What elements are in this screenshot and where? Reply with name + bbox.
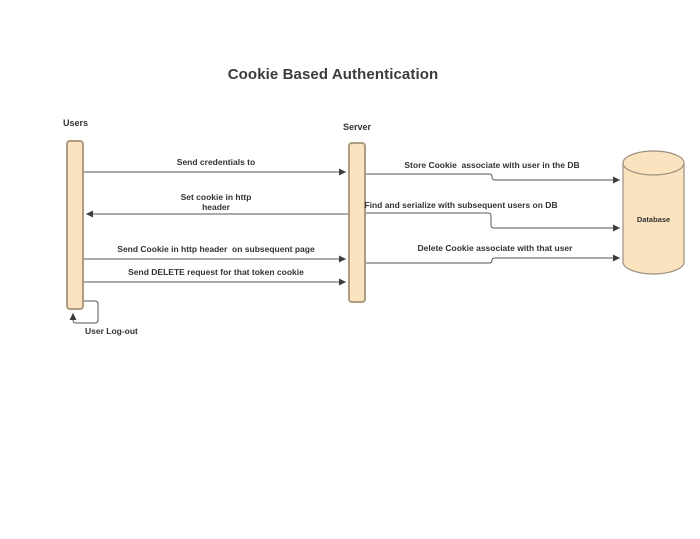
users-lifeline-bar xyxy=(66,140,84,310)
message-label-send-cookie: Send Cookie in http header on subsequent… xyxy=(117,244,315,254)
actor-label-database: Database xyxy=(636,215,671,224)
actor-label-users: Users xyxy=(63,118,89,128)
database-cylinder xyxy=(622,150,685,275)
message-label-send-credentials: Send credentials to xyxy=(176,157,256,167)
diagram-title: Cookie Based Authentication xyxy=(227,66,439,83)
database-cylinder-top xyxy=(622,150,685,176)
message-label-user-logout: User Log-out xyxy=(85,326,138,336)
message-label-delete-cookie: Delete Cookie associate with that user xyxy=(417,243,573,253)
actor-label-server: Server xyxy=(343,122,372,132)
arrow-find-serialize xyxy=(366,212,620,232)
message-label-set-cookie: Set cookie in http header xyxy=(180,192,254,212)
message-label-send-delete: Send DELETE request for that token cooki… xyxy=(128,267,304,277)
arrow-delete-cookie xyxy=(366,254,620,264)
message-label-find-serialize: Find and serialize with subsequent users… xyxy=(364,200,558,210)
message-label-store-cookie: Store Cookie associate with user in the … xyxy=(404,160,580,170)
server-lifeline-bar xyxy=(348,142,366,303)
arrow-store-cookie xyxy=(366,173,620,184)
